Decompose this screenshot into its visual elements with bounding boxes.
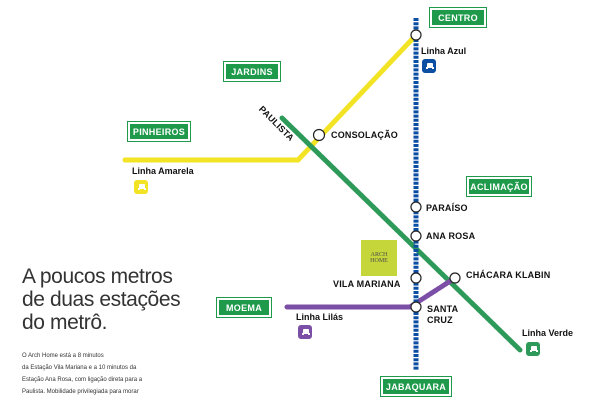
arch-home-logo: ARCH HOME [361,240,397,276]
headline: A poucos metros de duas estações do metr… [22,265,192,334]
district-aclimacao: ACLIMAÇÃO [466,176,532,197]
station-marker-santa-cruz [410,301,422,313]
station-label-santa-cruz-1: SANTA [427,304,459,314]
linha-verde-track [279,115,523,353]
district-pinheiros: PINHEIROS [127,121,191,142]
station-marker-consolacao [312,128,326,142]
body-line3: Estação Ana Rosa, com ligação direta par… [22,377,143,383]
station-label-ana-rosa: ANA ROSA [426,231,476,241]
logo-text-line1: ARCH [370,252,388,258]
line-label-lilas: Linha Lilás [296,312,344,322]
linha-lilas-track [284,275,458,310]
station-marker-chacara-klabin [449,272,461,284]
logo-text-line2: HOME [370,258,388,264]
station-marker-centro [410,29,422,41]
body-text: O Arch Home está a 8 minutos da Estação … [22,350,192,398]
body-line4: Paulista. Mobilidade privilegiada para m… [22,389,139,395]
line-label-amarela: Linha Amarela [132,166,194,176]
train-azul-icon [422,59,436,73]
station-marker-paraiso [410,201,422,213]
line-label-verde: Linha Verde [522,328,574,338]
linha-amarela-track [122,30,421,163]
station-marker-vila-mariana [410,272,422,284]
headline-line1: A poucos metros [22,265,173,288]
headline-line3: do metrô. [22,311,108,334]
station-label-paraiso: PARAÍSO [426,203,468,213]
body-line1: O Arch Home está a 8 minutos [22,353,104,359]
station-label-consolacao: CONSOLAÇÃO [331,130,398,140]
train-amarela-icon [134,180,148,194]
station-marker-ana-rosa [410,230,422,242]
train-verde-icon [526,342,540,356]
body-line2: da Estação Vila Mariana e a 10 minutos d… [22,365,137,371]
district-jabaquara: JABAQUARA [380,376,452,397]
line-label-azul: Linha Azul [421,46,467,56]
station-label-vila-mariana: VILA MARIANA [333,279,401,289]
district-moema: MOEMA [216,297,272,318]
district-centro: CENTRO [429,7,487,28]
headline-line2: de duas estações [22,288,181,311]
train-lilas-icon [298,325,312,339]
station-label-santa-cruz-2: CRUZ [427,315,453,325]
station-label-chacara-klabin: CHÁCARA KLABIN [466,270,551,280]
district-jardins: JARDINS [223,61,281,82]
